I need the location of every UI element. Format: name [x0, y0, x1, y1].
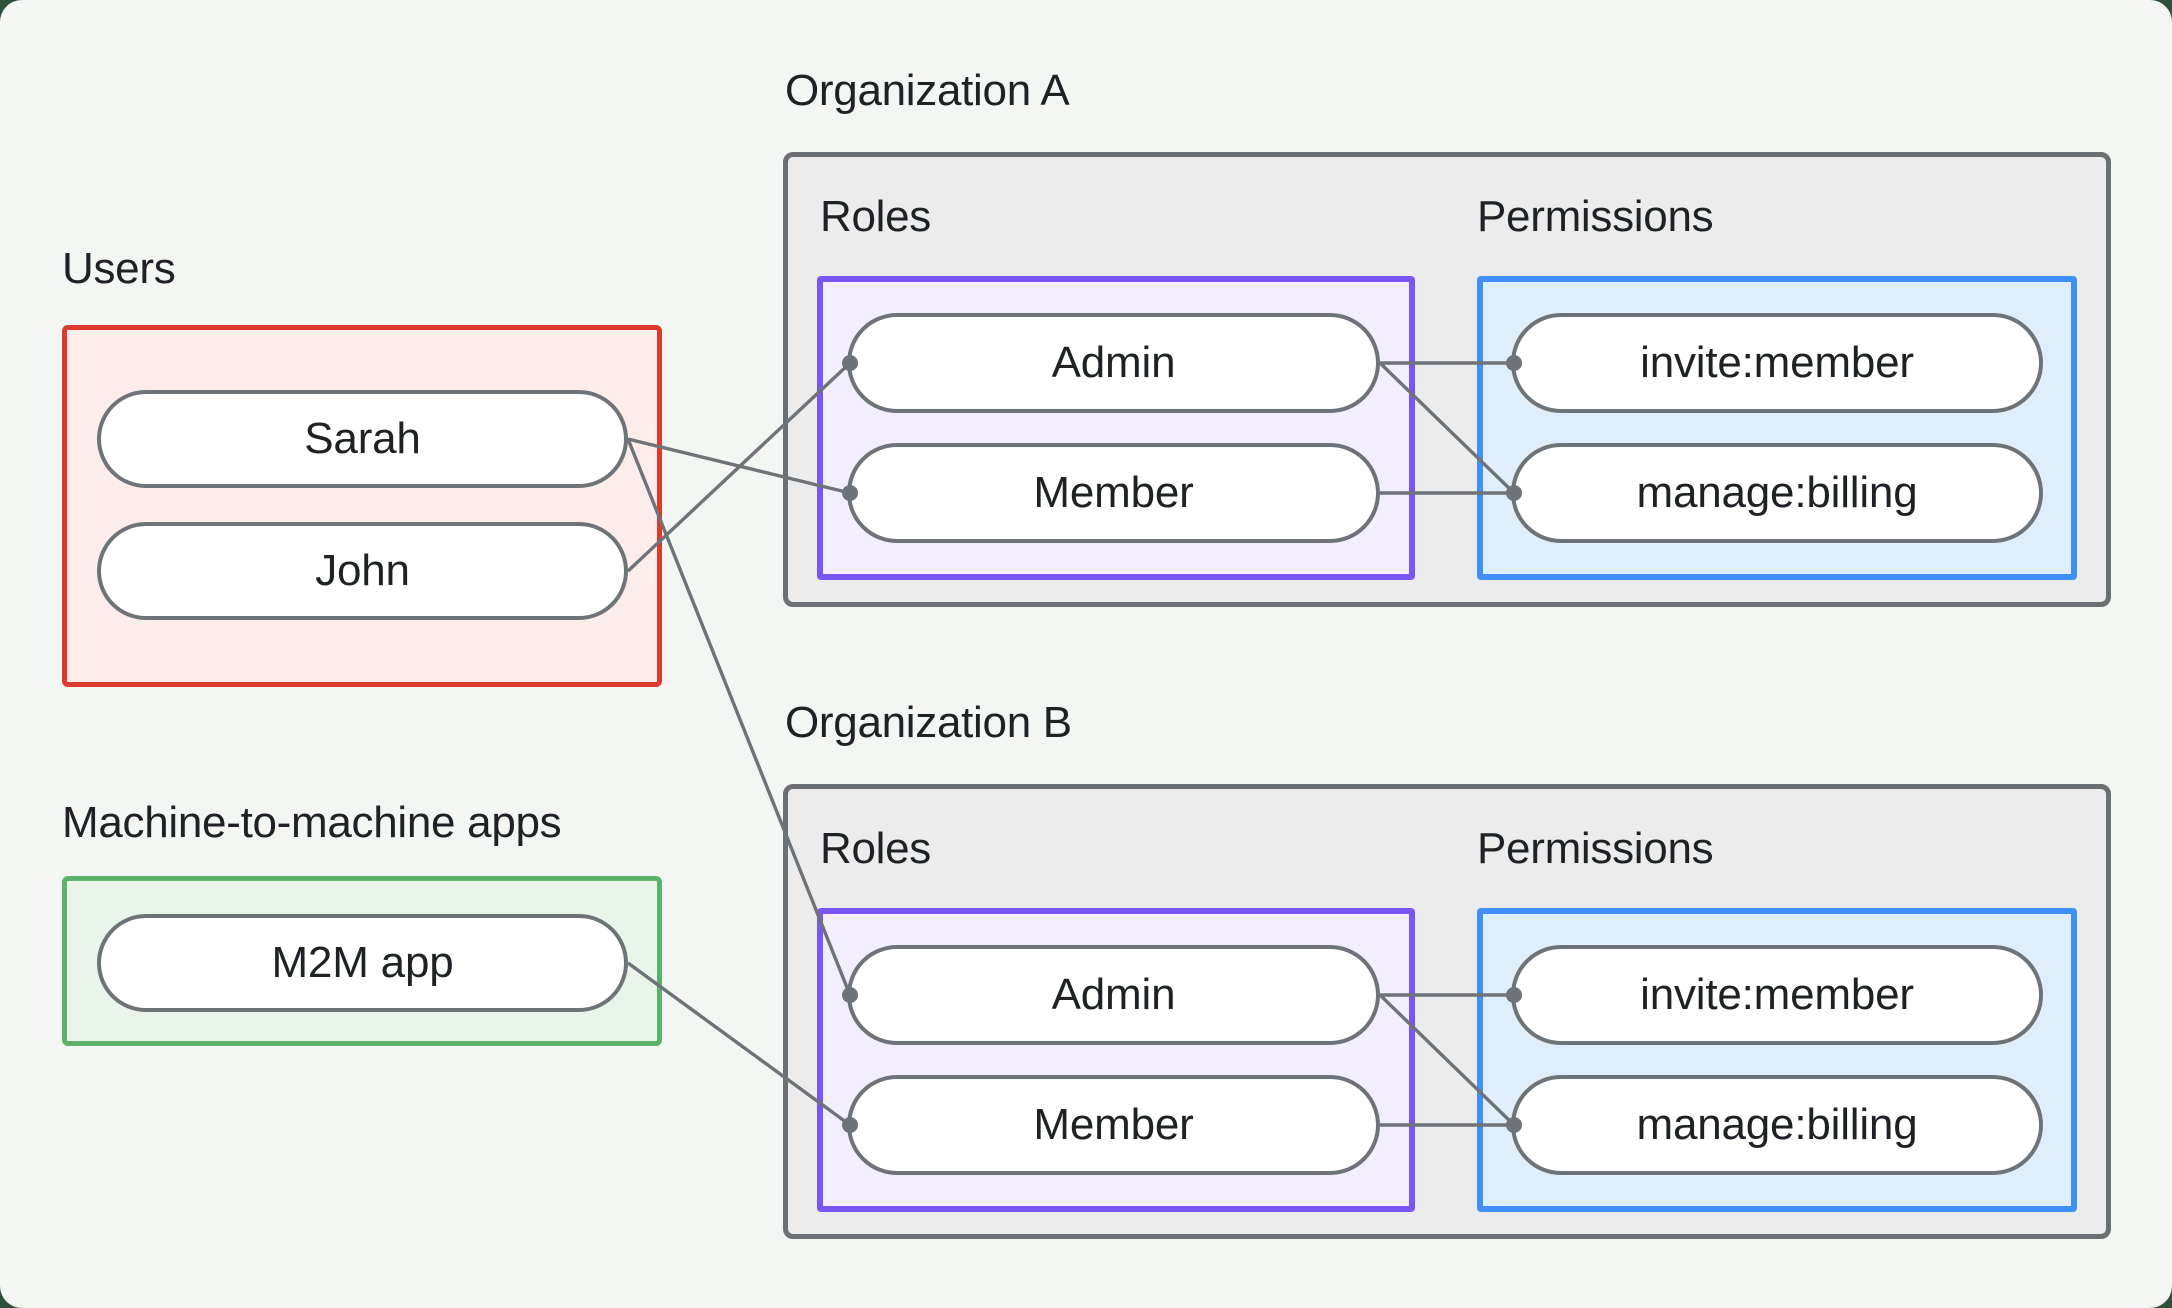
m2m-group-label: Machine-to-machine apps: [62, 798, 562, 847]
user-node-sarah: Sarah: [97, 390, 628, 488]
users-group-box: [62, 325, 662, 687]
org-a-permission-manage-billing: manage:billing: [1511, 443, 2043, 543]
org-b-roles-label: Roles: [820, 824, 931, 873]
org-a-role-member: Member: [847, 443, 1380, 543]
org-b-role-admin: Admin: [847, 945, 1380, 1045]
users-group-label: Users: [62, 244, 176, 293]
org-a-permission-invite-member: invite:member: [1511, 313, 2043, 413]
m2m-app-node: M2M app: [97, 914, 628, 1012]
org-b-role-member: Member: [847, 1075, 1380, 1175]
org-b-permission-manage-billing: manage:billing: [1511, 1075, 2043, 1175]
org-b-permissions-label: Permissions: [1477, 824, 1714, 873]
org-a-title: Organization A: [785, 66, 1070, 115]
org-b-permission-invite-member: invite:member: [1511, 945, 2043, 1045]
org-a-roles-label: Roles: [820, 192, 931, 241]
org-a-role-admin: Admin: [847, 313, 1380, 413]
org-a-permissions-label: Permissions: [1477, 192, 1714, 241]
user-node-john: John: [97, 522, 628, 620]
org-b-title: Organization B: [785, 698, 1072, 747]
